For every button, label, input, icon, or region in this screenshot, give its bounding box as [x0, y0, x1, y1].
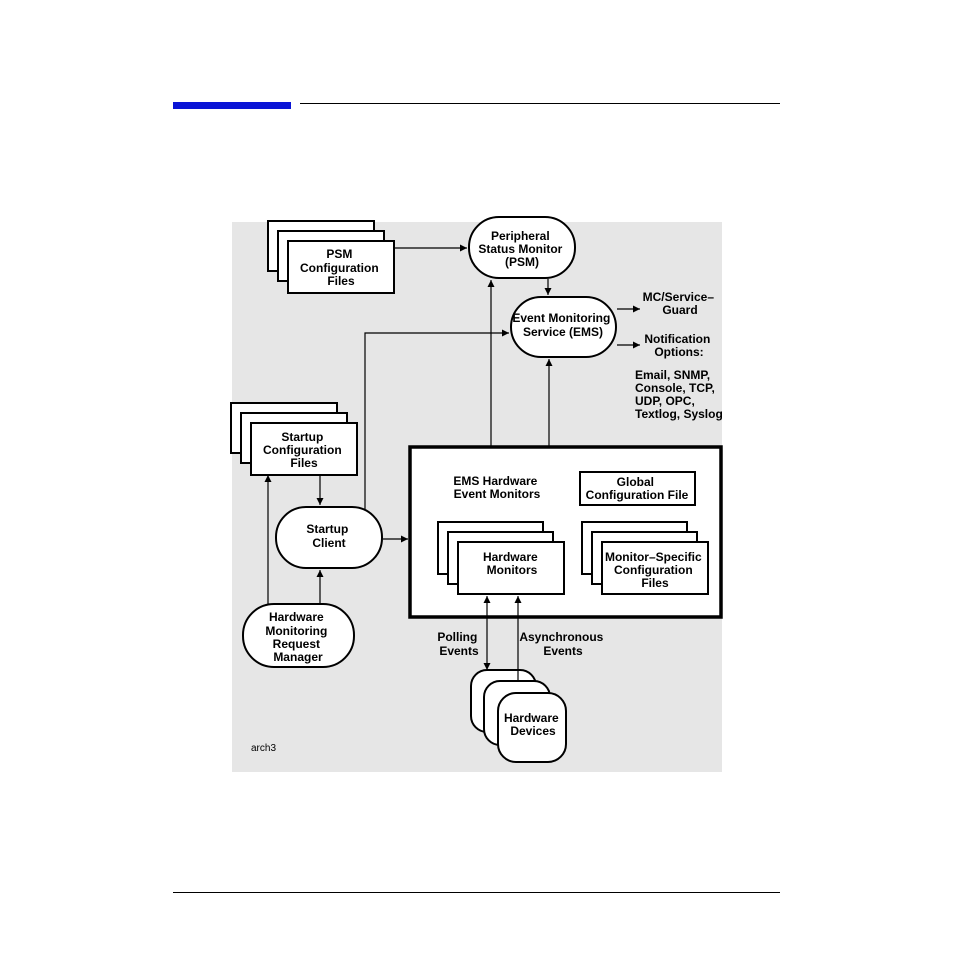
connectors [264, 244, 640, 681]
asynchronous-events-label: Asynchronous Events [519, 630, 606, 658]
notification-options-label: Notification Options: [644, 332, 713, 359]
polling-events-label: Polling Events [437, 630, 480, 658]
request-manager-node [242, 603, 355, 668]
footer-rule [173, 892, 780, 893]
global-config-file-box [579, 471, 696, 506]
hardware-devices-label: Hardware Devices [504, 711, 562, 738]
header-accent-bar [173, 102, 291, 109]
startup-config-files-stack [230, 402, 358, 476]
psm-config-label: PSM Configuration Files [300, 247, 382, 288]
startup-client-label: Startup Client [306, 522, 351, 550]
hardware-devices-stack [470, 669, 567, 763]
hardware-monitors-stack [437, 521, 565, 595]
ems-node [510, 296, 617, 358]
arrow-startup-to-ems [364, 329, 509, 509]
ems-hardware-event-monitors-label: EMS Hardware Event Monitors [453, 474, 540, 501]
startup-config-label: Startup Configuration Files [263, 430, 345, 470]
psm-config-files-stack [267, 220, 395, 294]
psm-node [468, 216, 576, 279]
ems-label: Event Monitoring Service (EMS) [512, 311, 613, 339]
monitor-config-files-stack [581, 521, 709, 595]
request-manager-label: Hardware Monitoring Request Manager [265, 610, 330, 664]
mc-serviceguard-label: MC/Service– Guard [643, 290, 718, 317]
figure-id: arch3 [251, 743, 276, 754]
monitor-config-files-label: Monitor–Specific Configuration Files [605, 550, 705, 590]
psm-label: Peripheral Status Monitor (PSM) [478, 229, 565, 269]
hardware-monitors-label: Hardware Monitors [483, 550, 541, 577]
startup-client-node [275, 506, 383, 569]
notification-options-list: Email, SNMP, Console, TCP, UDP, OPC, Tex… [635, 368, 723, 421]
header-rule [300, 103, 780, 104]
global-config-file-label: Global Configuration File [586, 475, 689, 502]
